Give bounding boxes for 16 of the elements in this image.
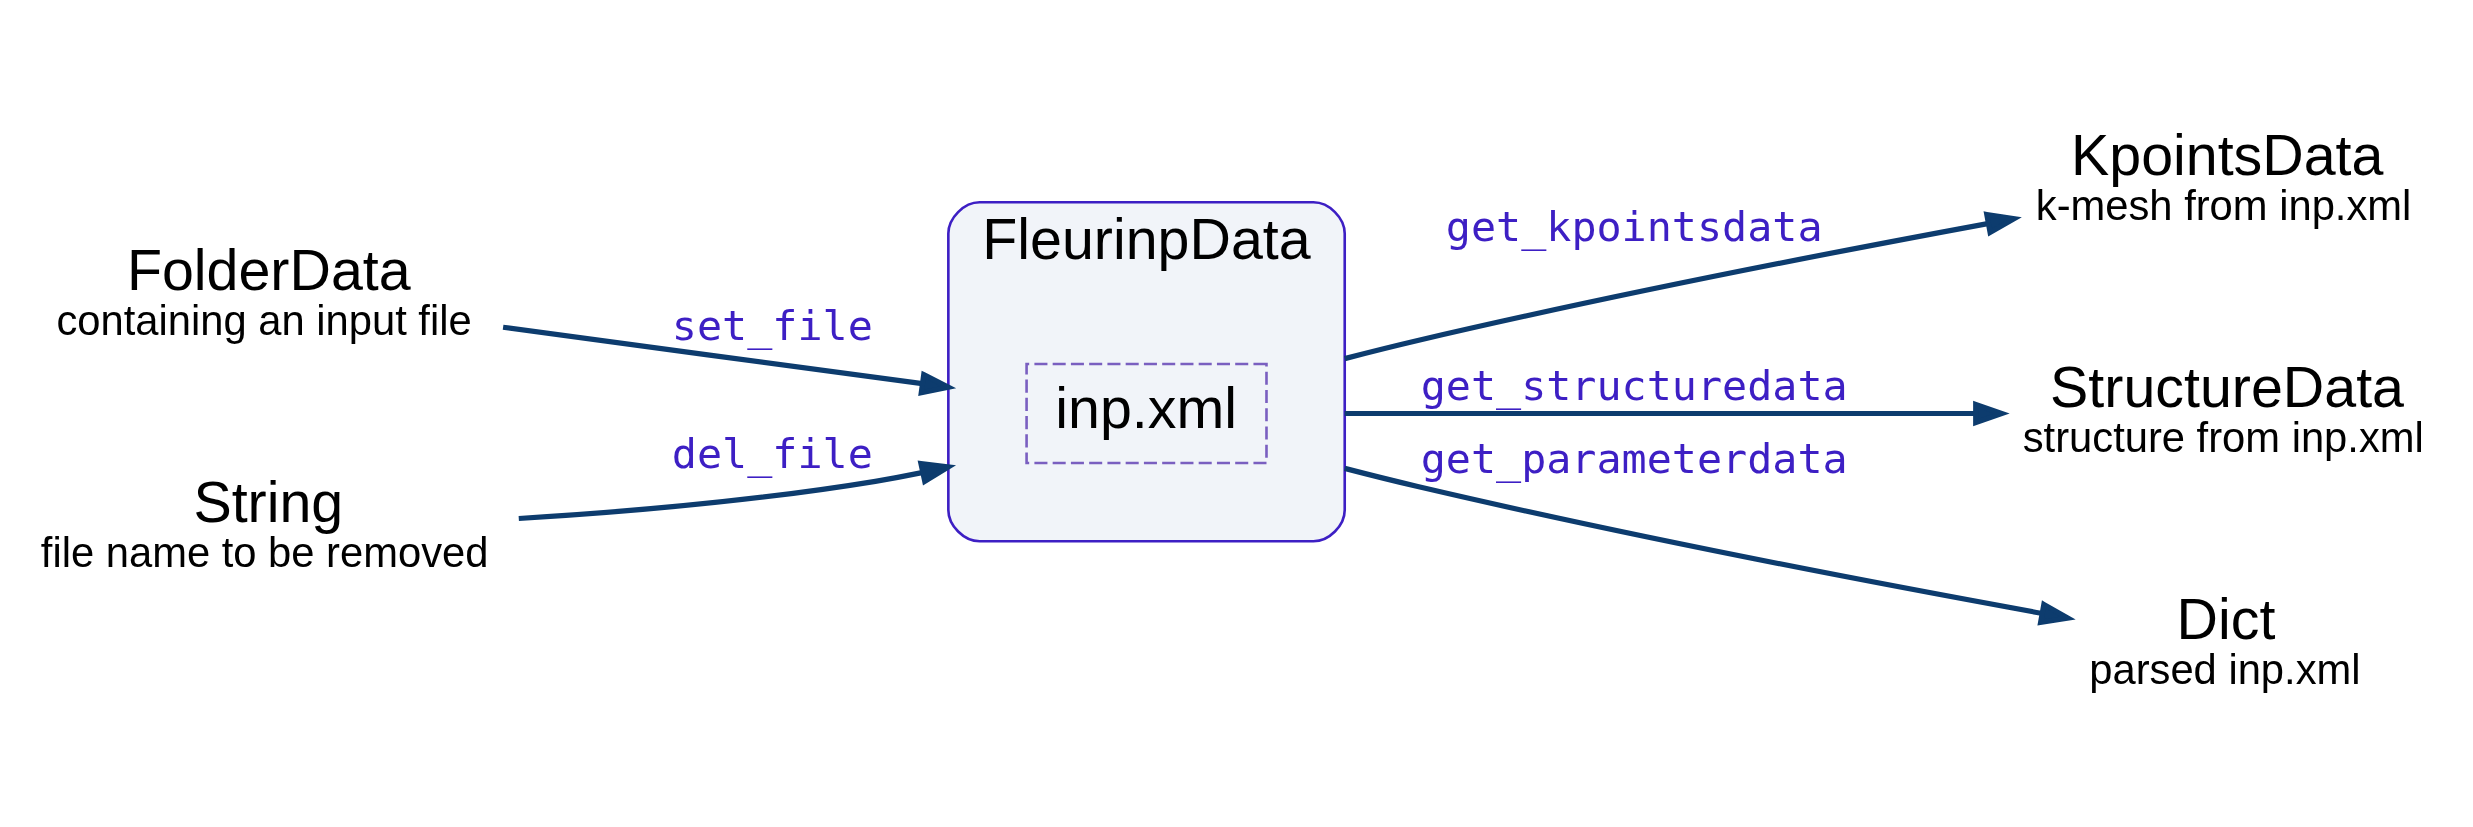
arrow: [502, 324, 957, 397]
edge-label: set_file: [671, 300, 873, 350]
node-box: inp.xml: [1025, 362, 1268, 465]
node-text: FolderData containing an input file: [56, 237, 472, 344]
arrow: [1344, 400, 2010, 427]
node-text: StructureData structure from inp.xml: [2022, 355, 2424, 462]
edge-label: get_kpointsdata: [1445, 201, 1823, 251]
node-text: String file name to be removed: [40, 469, 489, 576]
arrow: [518, 460, 957, 522]
edge-label: get_parameterdata: [1420, 433, 1848, 483]
arrow: [1344, 465, 2076, 626]
edge-label: get_structuredata: [1420, 360, 1848, 410]
node-text: KpointsData k-mesh from inp.xml: [2035, 123, 2412, 229]
node-text: Dict parsed inp.xml: [2089, 587, 2361, 694]
arrow: [1344, 211, 2022, 362]
edge-label: del_file: [671, 428, 873, 478]
